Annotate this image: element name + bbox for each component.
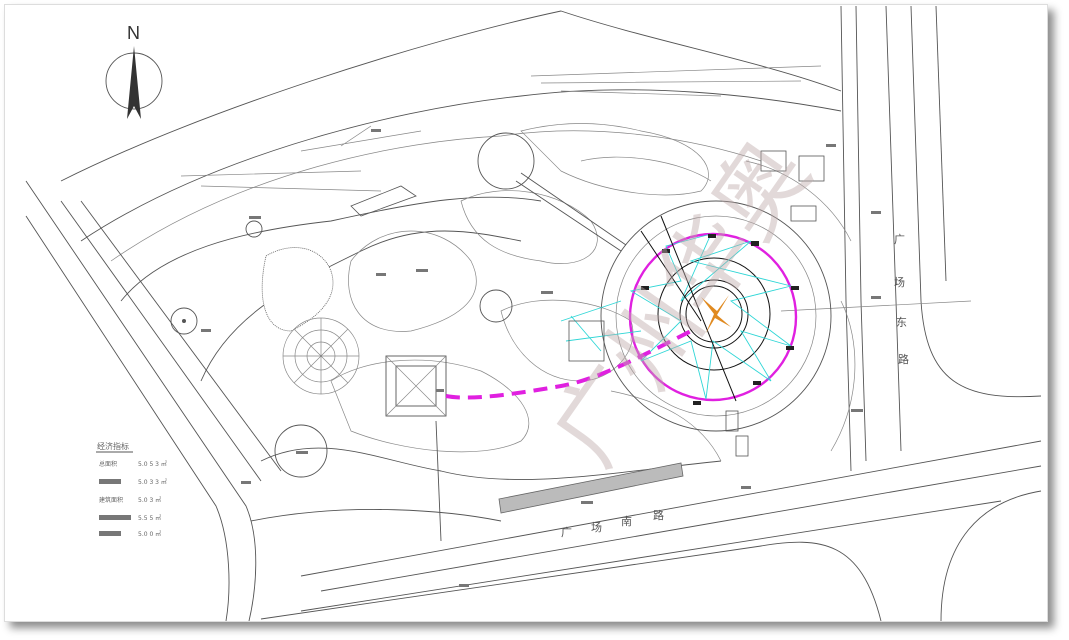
pavilion-building (385, 355, 447, 542)
legend-value: 5.0 3 3 ㎡ (138, 478, 167, 486)
small-pavilion (479, 289, 513, 323)
legend-label: 建筑面积 (99, 496, 123, 504)
park-paths (120, 123, 856, 522)
road-label-char: 路 (898, 353, 909, 366)
road-label-char: 场 (894, 275, 905, 289)
circular-plaza (477, 132, 535, 190)
road-label-char: 路 (653, 509, 664, 522)
road-label-char: 广 (561, 526, 572, 539)
legend: 经济指标 总面积 5.0 5 3 ㎡ 5.0 3 3 ㎡ 建筑面积 5.0 3 … (96, 441, 167, 538)
buildings (350, 150, 825, 457)
legend-value: 5.0 3 ㎡ (138, 496, 161, 504)
site-plan-drawing: N 广 场 东 路 广 场 南 路 (25, 5, 1042, 621)
road-label-char: 东 (896, 316, 907, 329)
site-boundary (60, 10, 842, 182)
annotation-tags (201, 129, 881, 587)
west-road (25, 180, 282, 621)
paved-area (261, 247, 334, 332)
road-label-char: 场 (591, 520, 602, 534)
watermark: 广州华奥 (531, 121, 830, 484)
legend-value: 5.5 5 ㎡ (138, 514, 161, 522)
hatched-planting-strip (498, 462, 684, 514)
legend-value: 5.0 5 3 ㎡ (138, 460, 167, 468)
north-label: N (127, 23, 140, 43)
drawing-frame: N 广 场 东 路 广 场 南 路 (4, 4, 1048, 622)
legend-label: 总面积 (99, 460, 117, 468)
round-lawn (274, 424, 328, 478)
legend-value: 5.0 0 ㎡ (138, 530, 161, 538)
road-label-char: 广 (894, 233, 905, 246)
road-label-char: 南 (621, 515, 632, 528)
south-road: 广 场 南 路 (260, 440, 1042, 621)
legend-title: 经济指标 (97, 441, 129, 451)
radial-paving (282, 317, 360, 395)
east-road: 广 场 东 路 (780, 5, 1042, 472)
main-circular-plaza (445, 200, 832, 432)
north-arrow-icon: N (105, 23, 163, 119)
